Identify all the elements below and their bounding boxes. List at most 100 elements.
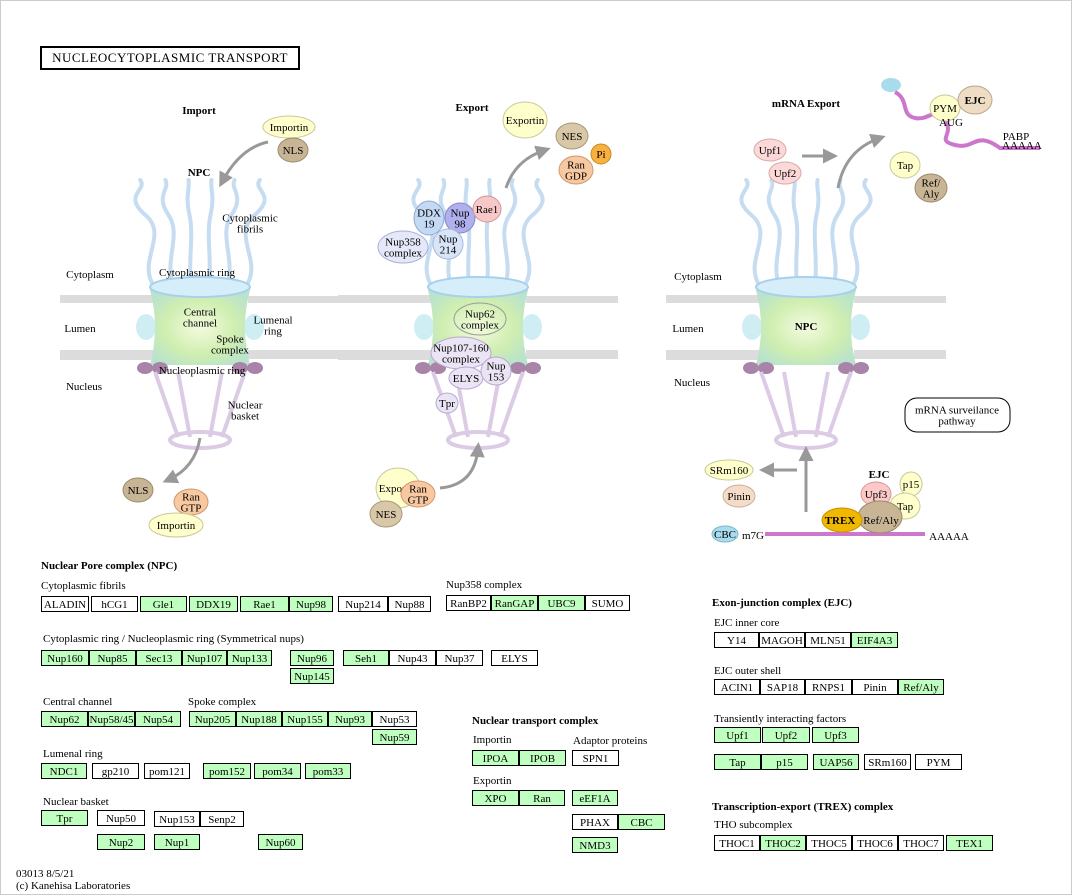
- gene-box-exportin-0[interactable]: XPO: [472, 790, 519, 806]
- gene-box-adaptor-2[interactable]: PHAX: [572, 814, 618, 830]
- gene-box-transient-5[interactable]: UAP56: [813, 754, 859, 770]
- gene-box-exportin-1[interactable]: Ran: [519, 790, 565, 806]
- gene-box-ejc_outer-4[interactable]: Ref/Aly: [898, 679, 944, 695]
- gene-box-ring-3[interactable]: Nup107: [182, 650, 227, 666]
- gene-box-importin-1[interactable]: IPOB: [519, 750, 566, 766]
- gene-box-tho-2[interactable]: THOC5: [806, 835, 852, 851]
- gene-box-adaptor-3[interactable]: CBC: [618, 814, 665, 830]
- mrna-tap-shape: [889, 151, 921, 179]
- gene-box-fibrils-0[interactable]: ALADIN: [41, 596, 89, 612]
- gene-box-channel-2[interactable]: Nup54: [135, 711, 181, 727]
- gene-box-ejc_outer-2[interactable]: RNPS1: [805, 679, 852, 695]
- gene-box-basket-6[interactable]: Nup60: [258, 834, 303, 850]
- gene-box-transient-0[interactable]: Upf1: [714, 727, 761, 743]
- gene-box-lumenal-0[interactable]: NDC1: [41, 763, 87, 779]
- gene-box-lumenal-2[interactable]: pom121: [144, 763, 190, 779]
- gene-box-lumenal-5[interactable]: pom33: [305, 763, 351, 779]
- gene-box-tho-0[interactable]: THOC1: [714, 835, 760, 851]
- mrna-aaaaa2-label: AAAAA: [929, 531, 969, 543]
- gene-box-ring-0[interactable]: Nup160: [41, 650, 89, 666]
- gene-box-transient-2[interactable]: Upf3: [812, 727, 859, 743]
- gene-box-ejc_inner-2[interactable]: MLN51: [805, 632, 851, 648]
- gene-box-ejc_outer-3[interactable]: Pinin: [852, 679, 898, 695]
- mrna-m7g-label: m7G: [742, 530, 764, 542]
- gene-box-fibrils-7[interactable]: Nup88: [388, 596, 431, 612]
- export-ran-gtp-shape: [400, 480, 436, 508]
- gene-box-ring-5[interactable]: Nup96: [290, 650, 334, 666]
- gene-box-ejc_inner-1[interactable]: MAGOH: [759, 632, 805, 648]
- gene-box-basket-2[interactable]: Nup153: [154, 811, 200, 827]
- import-nls-2-label: NLS: [128, 485, 149, 497]
- gene-box-adaptor-4[interactable]: NMD3: [572, 837, 618, 853]
- gene-box-tho-4[interactable]: THOC7: [898, 835, 944, 851]
- gene-box-spoke-0[interactable]: Nup205: [189, 711, 236, 727]
- gene-box-transient-4[interactable]: p15: [761, 754, 808, 770]
- gene-box-fibrils-3[interactable]: DDX19: [189, 596, 238, 612]
- gene-box-ring-8[interactable]: Nup43: [389, 650, 436, 666]
- gene-box-spoke-3[interactable]: Nup93: [328, 711, 372, 727]
- pore-mrna-fibril-1: [766, 178, 782, 287]
- mrna-ejc-shape: [957, 85, 993, 115]
- gene-box-ring-7[interactable]: Seh1: [343, 650, 389, 666]
- gene-box-lumenal-1[interactable]: gp210: [92, 763, 139, 779]
- gene-box-adaptor-0[interactable]: SPN1: [572, 750, 619, 766]
- gene-box-lumenal-3[interactable]: pom152: [203, 763, 251, 779]
- gene-box-ejc_inner-0[interactable]: Y14: [714, 632, 759, 648]
- gene-box-ring-10[interactable]: ELYS: [491, 650, 538, 666]
- export-exportin-shape: [502, 101, 548, 139]
- pore-export-basket-ring: [446, 430, 510, 450]
- gene-box-fibrils-2[interactable]: Gle1: [140, 596, 187, 612]
- gene-box-fibrils-6[interactable]: Nup214: [338, 596, 388, 612]
- gene-box-basket-0[interactable]: Tpr: [41, 810, 88, 826]
- gene-box-nup358-0[interactable]: RanBP2: [446, 595, 491, 611]
- mrna-pinin-label: Pinin: [727, 491, 751, 503]
- gene-box-spoke-4[interactable]: Nup53: [372, 711, 417, 727]
- export-nes-2-label: NES: [376, 509, 397, 521]
- gene-box-ejc_outer-1[interactable]: SAP18: [760, 679, 805, 695]
- gene-box-basket-4[interactable]: Nup2: [97, 834, 145, 850]
- gene-box-transient-1[interactable]: Upf2: [762, 727, 810, 743]
- gene-box-basket-5[interactable]: Nup1: [154, 834, 200, 850]
- gene-box-importin-0[interactable]: IPOA: [472, 750, 519, 766]
- mrna-tap-label: Tap: [897, 160, 914, 172]
- gene-box-adaptor-1[interactable]: eEF1A: [572, 790, 618, 806]
- gene-box-nup358-2[interactable]: UBC9: [538, 595, 585, 611]
- gene-box-channel-0[interactable]: Nup62: [41, 711, 88, 727]
- gene-box-spoke-2[interactable]: Nup155: [282, 711, 328, 727]
- gene-box-basket-3[interactable]: Senp2: [200, 811, 244, 827]
- section-trex: Transcription-export (TREX) complex: [712, 801, 894, 813]
- gene-box-fibrils-1[interactable]: hCG1: [91, 596, 138, 612]
- gene-box-channel-1[interactable]: Nup58/45: [88, 711, 135, 727]
- gene-box-fibrils-5[interactable]: Nup98: [289, 596, 333, 612]
- gene-box-lumenal-4[interactable]: pom34: [254, 763, 301, 779]
- gene-box-spoke-1[interactable]: Nup188: [236, 711, 282, 727]
- gene-box-spoke-5[interactable]: Nup59: [372, 729, 417, 745]
- gene-box-ejc_outer-0[interactable]: ACIN1: [714, 679, 760, 695]
- gene-box-fibrils-4[interactable]: Rae1: [240, 596, 289, 612]
- gene-box-tho-5[interactable]: TEX1: [946, 835, 993, 851]
- gene-box-ring-9[interactable]: Nup37: [436, 650, 483, 666]
- export-nup62-shape: [453, 302, 507, 336]
- gene-box-ring-6[interactable]: Nup145: [290, 668, 334, 684]
- gene-box-transient-7[interactable]: PYM: [915, 754, 962, 770]
- mrna-cbc-label: CBC: [714, 529, 736, 541]
- gene-box-ring-1[interactable]: Nup85: [89, 650, 136, 666]
- gene-box-ring-4[interactable]: Nup133: [227, 650, 272, 666]
- gene-box-nup358-1[interactable]: RanGAP: [491, 595, 538, 611]
- gene-box-transient-3[interactable]: Tap: [714, 754, 761, 770]
- gene-box-tho-1[interactable]: THOC2: [760, 835, 806, 851]
- gene-box-ring-2[interactable]: Sec13: [136, 650, 182, 666]
- pore-export-cyto-ring: [427, 276, 529, 298]
- export-pi-label: Pi: [596, 149, 605, 161]
- label-exportin: Exportin: [473, 775, 512, 787]
- gene-box-basket-1[interactable]: Nup50: [97, 810, 145, 826]
- gene-box-ejc_inner-3[interactable]: EIF4A3: [851, 632, 898, 648]
- mrna-upf1-shape: [753, 138, 787, 162]
- gene-box-nup358-3[interactable]: SUMO: [585, 595, 630, 611]
- gene-box-transient-6[interactable]: SRm160: [864, 754, 911, 770]
- gene-box-tho-3[interactable]: THOC6: [852, 835, 898, 851]
